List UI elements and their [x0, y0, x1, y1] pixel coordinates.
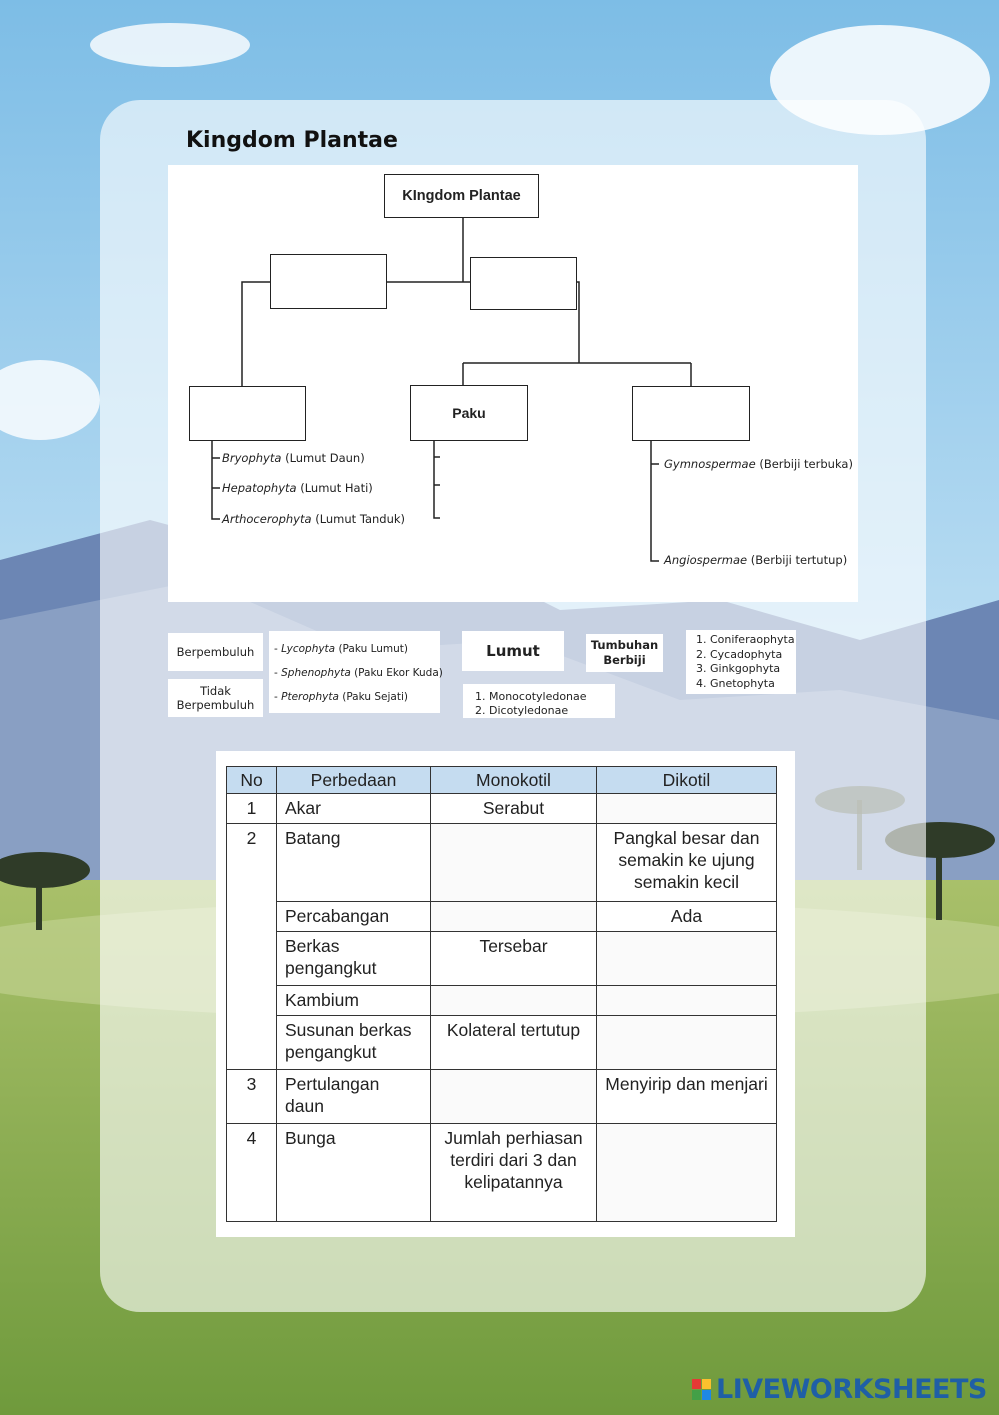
table-row: Berkas pengangkut Tersebar	[227, 931, 777, 986]
table-row: Susunan berkas pengangkut Kolateral tert…	[227, 1015, 777, 1070]
row-label: Susunan berkas pengangkut	[276, 1015, 431, 1070]
row-number: 2	[226, 823, 277, 1070]
gymno-answer-area[interactable]	[668, 477, 843, 547]
header-dikotil: Dikotil	[596, 766, 777, 794]
root-node: KIngdom Plantae	[384, 174, 539, 218]
header-monokotil: Monokotil	[430, 766, 597, 794]
comparison-table: No Perbedaan Monokotil Dikotil 1 Akar Se…	[226, 766, 777, 1222]
table-row: Percabangan Ada	[227, 901, 777, 932]
answer-cell-monokotil[interactable]	[430, 901, 597, 932]
row-label: Percabangan	[276, 901, 431, 932]
table-row: 3 Pertulangan daun Menyirip dan menjari	[226, 1069, 777, 1124]
answer-cell-dikotil[interactable]	[596, 931, 777, 986]
cell-monokotil: Tersebar	[430, 931, 597, 986]
table-row: 2 Batang Pangkal besar dan semakin ke uj…	[226, 823, 777, 1070]
option-lumut[interactable]: Lumut	[462, 631, 564, 671]
table-row: 1 Akar Serabut	[226, 793, 777, 824]
comparison-table-panel: No Perbedaan Monokotil Dikotil 1 Akar Se…	[216, 751, 795, 1237]
row-label: Kambium	[276, 985, 431, 1016]
cell-dikotil: Pangkal besar dan semakin ke ujung semak…	[596, 823, 777, 902]
row-label: Bunga	[276, 1123, 431, 1222]
answer-cell-monokotil[interactable]	[430, 985, 597, 1016]
brand-logo-text: LIVEWORKSHEETS	[716, 1374, 987, 1405]
answer-cell-dikotil[interactable]	[596, 1123, 777, 1222]
answer-cell-dikotil[interactable]	[596, 1015, 777, 1070]
cell-dikotil: Menyirip dan menjari	[596, 1069, 777, 1124]
liveworksheets-logo-icon	[692, 1379, 712, 1401]
table-row: 4 Bunga Jumlah perhiasan terdiri dari 3 …	[226, 1123, 777, 1222]
moss-group: Bryophyta (Lumut Daun)	[222, 451, 365, 465]
row-number: 4	[226, 1123, 277, 1222]
answer-cell-monokotil[interactable]	[430, 823, 597, 902]
option-angio-list[interactable]: 1. Monocotyledonae 2. Dicotyledonae	[463, 684, 615, 718]
option-paku-list[interactable]: - Lycophyta (Paku Lumut) - Sphenophyta (…	[269, 631, 443, 713]
row-label: Pertulangan daun	[276, 1069, 431, 1124]
table-header-row: No Perbedaan Monokotil Dikotil	[226, 766, 777, 794]
answer-box-seed[interactable]	[632, 386, 750, 441]
option-berpembuluh[interactable]: Berpembuluh	[168, 633, 263, 671]
row-number: 1	[226, 793, 277, 824]
moss-group: Hepatophyta (Lumut Hati)	[222, 481, 373, 495]
answer-box-left[interactable]	[270, 254, 387, 309]
cell-monokotil: Kolateral tertutup	[430, 1015, 597, 1070]
row-number: 3	[226, 1069, 277, 1124]
answer-cell-dikotil[interactable]	[596, 985, 777, 1016]
row-label: Batang	[276, 823, 431, 902]
seed-group: Angiospermae (Berbiji tertutup)	[664, 553, 848, 567]
option-gymno-list[interactable]: 1. Coniferaophyta 2. Cycadophyta 3. Gink…	[686, 630, 796, 694]
row-label: Akar	[276, 793, 431, 824]
option-tidak-berpembuluh[interactable]: Tidak Berpembuluh	[168, 679, 263, 717]
cell-monokotil: Jumlah perhiasan terdiri dari 3 dan keli…	[430, 1123, 597, 1222]
answer-cell-monokotil[interactable]	[430, 1069, 597, 1124]
fern-answer-area[interactable]	[443, 450, 623, 525]
header-no: No	[226, 766, 277, 794]
page-title: Kingdom Plantae	[186, 128, 398, 153]
table-row: Kambium	[227, 985, 777, 1016]
classification-diagram: KIngdom Plantae Paku Bryophyta (Lumut Da…	[168, 165, 858, 602]
answer-cell-dikotil[interactable]	[596, 793, 777, 824]
answer-box-moss[interactable]	[189, 386, 306, 441]
option-tumbuhan-berbiji[interactable]: Tumbuhan Berbiji	[586, 634, 663, 672]
cell-dikotil: Ada	[596, 901, 777, 932]
cell-monokotil: Serabut	[430, 793, 597, 824]
moss-group: Arthocerophyta (Lumut Tanduk)	[222, 512, 406, 526]
paku-node: Paku	[410, 385, 528, 441]
row-label: Berkas pengangkut	[276, 931, 431, 986]
seed-group: Gymnospermae (Berbiji terbuka)	[664, 457, 853, 471]
answer-box-right[interactable]	[470, 257, 577, 310]
header-perbedaan: Perbedaan	[276, 766, 431, 794]
diagram-connectors	[211, 218, 692, 562]
